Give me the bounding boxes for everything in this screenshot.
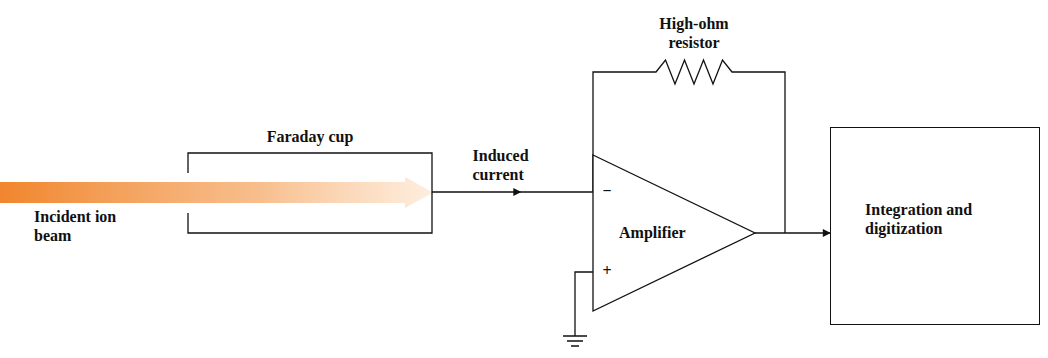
signal-wire — [432, 191, 593, 192]
ground-symbol — [563, 336, 587, 346]
edge-label: Induced current — [473, 146, 557, 184]
node-text: Integration and digitization — [865, 200, 1005, 238]
resistor-label: High-ohm resistor — [652, 14, 736, 52]
pin-name: + — [597, 261, 617, 280]
faraday-cup: Faraday cup — [188, 125, 432, 233]
resistor-symbol — [652, 60, 736, 84]
ion-beam — [0, 177, 433, 208]
pin-name: − — [597, 181, 617, 200]
process-box: Integration and digitization — [830, 127, 1040, 325]
node-text: Faraday cup — [188, 127, 432, 146]
node-text: Amplifier — [619, 223, 729, 242]
amplifier-triangle: Amplifier — [593, 155, 755, 311]
ground-wire — [575, 272, 593, 336]
beam-label: Incident ion beam — [34, 207, 118, 245]
signal-wire — [755, 232, 830, 233]
